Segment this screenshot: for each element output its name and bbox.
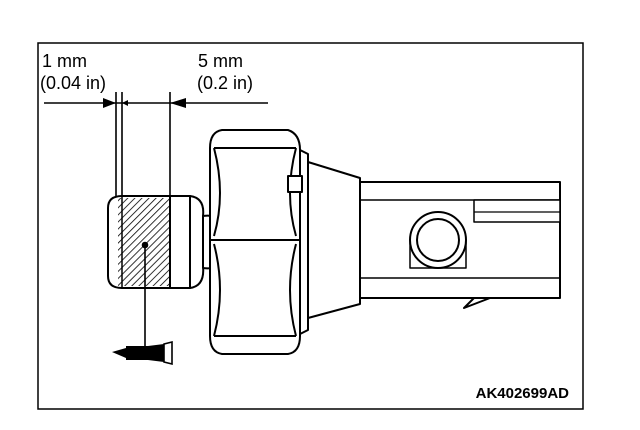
dimension-left-metric: 1 mm (42, 51, 87, 71)
sealant-callout (141, 241, 149, 346)
hex-nut (209, 129, 301, 355)
arrow-left-5mm (170, 98, 186, 108)
tapered-body (307, 161, 361, 319)
flange (299, 149, 309, 335)
dimension-right-imperial: (0.2 in) (197, 73, 253, 93)
sealant-tube-icon (112, 340, 173, 366)
neck (189, 195, 205, 289)
arrow-left-1mm (122, 100, 128, 106)
dimension-left-imperial: (0.04 in) (40, 73, 106, 93)
figure-code: AK402699AD (476, 385, 570, 402)
dimension-right-metric: 5 mm (198, 51, 243, 71)
dimension-lines (44, 92, 268, 196)
arrow-right-1mm (103, 98, 116, 108)
oil-pressure-switch-drawing (107, 129, 561, 355)
latch-tab (463, 297, 491, 309)
